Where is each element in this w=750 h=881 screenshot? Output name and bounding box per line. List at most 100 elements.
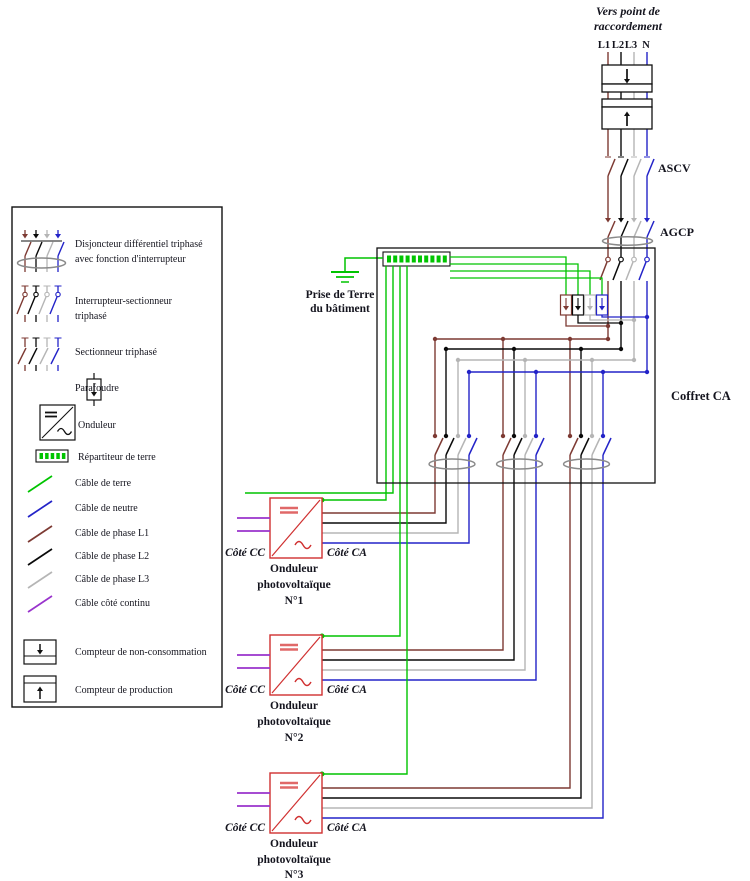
breaker-blade-n [535, 437, 545, 456]
agcp-blade-l2 [620, 220, 629, 238]
ascv-label: ASCV [658, 161, 691, 175]
down-arrowhead [624, 79, 630, 84]
phase-label-l2: L2 [612, 40, 624, 51]
breaker-terminal [443, 433, 449, 439]
wire-l3-to-inverter-3 [322, 455, 593, 809]
wire-earth-to-spd-n [450, 277, 603, 295]
legend-disconnector-blade [50, 347, 60, 365]
breaker-blade-l2 [445, 437, 455, 456]
breaker-terminal [511, 433, 517, 439]
junction-dot [618, 320, 624, 326]
junction-dot [618, 346, 624, 352]
inverter-2-dc-side-label: Côté CC [225, 684, 265, 696]
wire-earth-main [344, 257, 383, 272]
legend-breaker-toroid [16, 257, 67, 269]
earth-busbar-terminal [418, 255, 422, 263]
legend-item-2-label: Interrupteur-sectionneur [75, 296, 173, 307]
wire-earth-inverter-3 [322, 266, 408, 775]
inverter-3-diagonal [271, 774, 321, 832]
wire-n-to-inverter-1 [322, 455, 470, 544]
legend-item-5-label: Onduleur [78, 420, 116, 431]
earth-label-line2: du bâtiment [310, 303, 370, 315]
earth-connection: Prise de Terre du bâtiment [306, 289, 375, 315]
legend-item-13-label: Compteur de non-consommation [75, 647, 207, 658]
wire-earth-to-spd-l2 [450, 263, 579, 295]
ascv-blade-l2 [620, 158, 629, 177]
earth-busbar-terminal [405, 255, 410, 263]
meter-nonconsumption-band [601, 83, 653, 93]
wire-n-to-inverter-3 [322, 455, 604, 819]
agcp-blade-n [646, 220, 655, 238]
legend-swatch-earth [27, 475, 53, 493]
legend-switch-contact [55, 291, 61, 298]
legend-breaker-terminal [55, 234, 61, 239]
legend-inverter-diagonal [41, 406, 74, 439]
inverter-3-ac-symbol [294, 815, 312, 825]
breaker-blade-l3 [457, 437, 467, 456]
spd-arrowhead [587, 306, 593, 311]
breaker-terminal [567, 433, 573, 439]
differential-toroid [495, 458, 544, 470]
legend-item-7-label: Câble de terre [75, 478, 132, 489]
ascv-blade-l3 [633, 158, 642, 177]
agcp-blade-l1 [607, 220, 616, 238]
switch-blade-l1 [599, 261, 608, 281]
inverter-2-name-line3: N°2 [285, 732, 304, 744]
ascv-blade-n [646, 158, 655, 177]
legend-swatch-neutral [27, 500, 53, 518]
breaker-terminal [578, 433, 584, 439]
breaker-terminal [533, 433, 539, 439]
wire-l2-to-inverter-2 [322, 455, 515, 661]
legend-item-1-label: Disjoncteur différentiel triphasé [75, 239, 203, 250]
legend-earth-busbar-terminal [61, 453, 66, 459]
phase-label-l1: L1 [598, 40, 610, 51]
agcp-terminal-l1 [605, 218, 611, 223]
inverter-1-name-line3: N°1 [285, 595, 304, 607]
legend-inverter-ac-symbol [56, 427, 73, 436]
legend-swatch-l3 [27, 571, 53, 589]
phase-label-l3: L3 [625, 40, 637, 51]
agcp-terminal-n [644, 218, 650, 223]
wire-spd-l2 [577, 315, 621, 324]
wire-earth-inverter-2 [322, 266, 401, 637]
legend-breaker-terminal [33, 234, 39, 239]
inverter-3-labels: Côté CC Côté CA Onduleur photovoltaïque … [225, 822, 367, 881]
wire-earth-inverter-1 [322, 266, 387, 501]
inverter-2-diagonal [271, 636, 321, 694]
legend-switch-contact [33, 291, 39, 298]
legend-item-2-label2: triphasé [75, 311, 107, 322]
wire-n-to-inverter-2 [322, 455, 537, 681]
legend-earth-busbar-terminal [50, 453, 55, 459]
junction-dot [644, 369, 650, 375]
inverter-3-name-line1: Onduleur [270, 838, 318, 850]
legend-meter-up-arrowhead [37, 686, 43, 691]
legend-breaker-blade [35, 241, 43, 257]
switch-contact-l2 [618, 256, 624, 263]
earth-busbar-terminal [387, 255, 391, 263]
earth-busbar-terminal [393, 255, 398, 263]
breaker-terminal [589, 433, 595, 439]
legend-earth-busbar-terminal [56, 453, 60, 459]
meter-production-band [601, 98, 653, 108]
inverter-1-diagonal [271, 499, 321, 557]
spd-arrowhead [563, 306, 569, 311]
differential-toroid [562, 458, 611, 470]
inverter-1-ac-side-label: Côté CA [327, 547, 367, 559]
breaker-blade-l3 [591, 437, 601, 456]
inverter-3-name-line3: N°3 [285, 869, 304, 881]
legend-spd-arrowhead [91, 392, 97, 397]
legend-breaker-blade [24, 241, 32, 257]
breaker-terminal [522, 433, 528, 439]
legend-item-14-label: Compteur de production [75, 685, 173, 696]
junction-dot [631, 357, 637, 363]
differential-toroid [428, 458, 476, 470]
wire-l1-to-inverter-3 [322, 455, 571, 789]
wire-earth-to-spd-l1 [450, 256, 567, 295]
inverter-2-ac-side-label: Côté CA [327, 684, 367, 696]
breaker-terminal [455, 433, 461, 439]
wire-l1-to-inverter-1 [322, 455, 436, 514]
switch-contact-l1 [605, 256, 611, 263]
breaker-blade-l1 [434, 437, 444, 456]
inverter-3-ac-side-label: Côté CA [327, 822, 367, 834]
